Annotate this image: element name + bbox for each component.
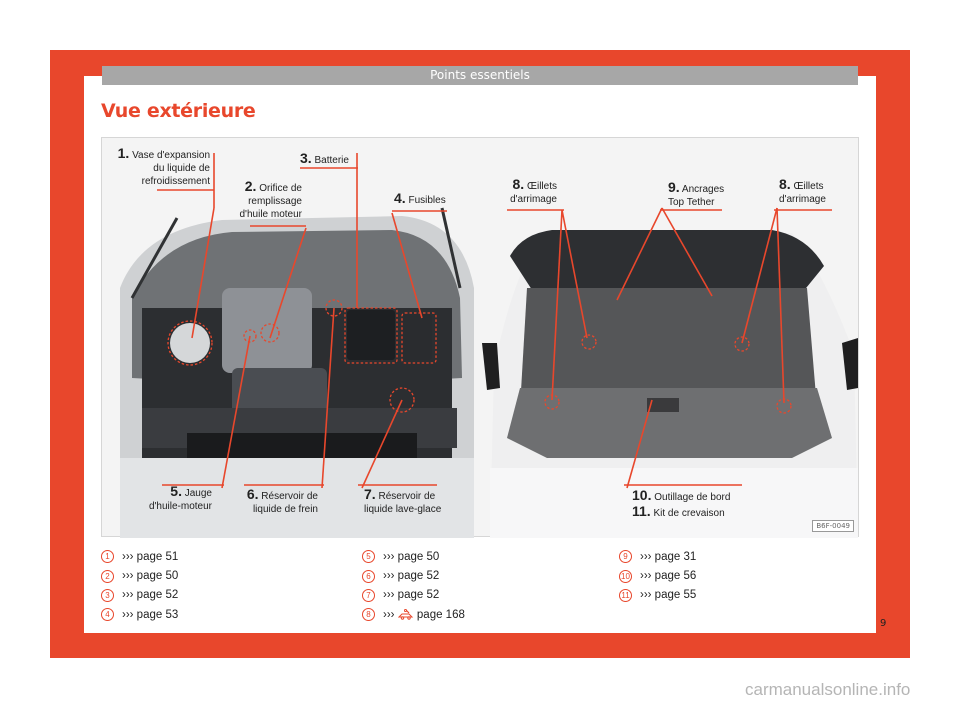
wrench-car-icon: [397, 609, 413, 621]
reference-column-2: 5 ››› page 50 6 ››› page 52 7 ››› page 52 8…: [362, 547, 465, 625]
reference-item[interactable]: 10 ››› page 56: [619, 566, 696, 585]
svg-text:5. Jauge: 5. Jauge: [170, 483, 212, 499]
figure-illustration: 1. Vase d'expansion du liquide de refroi…: [118, 145, 858, 538]
watermark: carmanualsonline.info: [745, 680, 911, 699]
callout-label-7: 7. Réservoir de liquide lave-glace: [358, 484, 442, 515]
callout-label-9: 9. Ancrages Top Tether: [660, 179, 724, 211]
callout-label-3: 3. Batterie: [300, 150, 358, 169]
svg-text:7. Réservoir de: 7. Réservoir de: [364, 486, 436, 502]
ref-number-badge: 2: [101, 569, 114, 583]
reference-item[interactable]: 7 ››› page 52: [362, 586, 465, 605]
svg-text:1. Vase d'expansion: 1. Vase d'expansion: [118, 145, 210, 161]
callout-label-4: 4. Fusibles: [392, 190, 447, 212]
ref-number-badge: 7: [362, 588, 375, 602]
svg-text:du liquide de: du liquide de: [153, 163, 210, 174]
callout-label-5: 5. Jauge d'huile-moteur: [149, 483, 224, 512]
svg-text:d'huile-moteur: d'huile-moteur: [149, 501, 213, 512]
vehicle-figure: 1. Vase d'expansion du liquide de refroi…: [101, 137, 859, 538]
ref-text: ››› page 52: [383, 570, 440, 583]
svg-text:liquide de frein: liquide de frein: [253, 504, 318, 515]
callout-label-8-right: 8. Œillets d'arrimage: [774, 176, 832, 211]
svg-text:2. Orifice de: 2. Orifice de: [245, 178, 303, 194]
figure-code: B6F-0049: [812, 520, 854, 532]
ref-text: ››› page 56: [640, 570, 697, 583]
callout-label-10-11: 10. Outillage de bord 11. Kit de crevais…: [624, 484, 742, 519]
svg-text:d'huile moteur: d'huile moteur: [240, 209, 303, 220]
reference-item[interactable]: 4 ››› page 53: [101, 605, 178, 624]
callout-label-8-left: 8. Œillets d'arrimage: [507, 176, 564, 211]
reference-item[interactable]: 8 ››› page 168: [362, 605, 465, 624]
callout-label-6: 6. Réservoir de liquide de frein: [244, 484, 324, 515]
ref-number-badge: 9: [619, 550, 632, 564]
reference-item[interactable]: 1 ››› page 51: [101, 547, 178, 566]
reference-item[interactable]: 11 ››› page 55: [619, 586, 696, 605]
reference-item[interactable]: 3 ››› page 52: [101, 586, 178, 605]
ref-number-badge: 3: [101, 588, 114, 602]
callout-label-2: 2. Orifice de remplissage d'huile moteur: [240, 178, 306, 227]
svg-text:liquide lave-glace: liquide lave-glace: [364, 504, 442, 515]
ref-number-badge: 11: [619, 588, 632, 602]
page-number: 9: [880, 618, 887, 629]
svg-text:4. Fusibles: 4. Fusibles: [394, 190, 446, 206]
svg-text:11. Kit de crevaison: 11. Kit de crevaison: [632, 503, 725, 519]
reference-item[interactable]: 6 ››› page 52: [362, 566, 465, 585]
ref-number-badge: 8: [362, 608, 375, 622]
svg-text:8. Œillets: 8. Œillets: [779, 176, 823, 192]
ref-number-badge: 1: [101, 550, 114, 564]
reference-item[interactable]: 9 ››› page 31: [619, 547, 696, 566]
svg-text:8. Œillets: 8. Œillets: [513, 176, 557, 192]
header-title: Points essentiels: [430, 68, 530, 82]
ref-text: ››› page 52: [383, 589, 440, 602]
ref-text: page 168: [416, 608, 465, 621]
svg-text:d'arrimage: d'arrimage: [779, 194, 826, 205]
reference-item[interactable]: 5 ››› page 50: [362, 547, 465, 566]
ref-text: ››› page 31: [640, 550, 697, 563]
ref-text: ››› page 52: [122, 589, 179, 602]
callout-label-1: 1. Vase d'expansion du liquide de refroi…: [118, 145, 214, 191]
svg-text:Top Tether: Top Tether: [668, 197, 715, 208]
ref-arrows: ›››: [383, 608, 395, 621]
svg-text:9. Ancrages: 9. Ancrages: [668, 179, 724, 195]
svg-text:refroidissement: refroidissement: [142, 176, 211, 187]
ref-text: ››› page 50: [122, 570, 179, 583]
ref-number-badge: 6: [362, 569, 375, 583]
reference-item[interactable]: 2 ››› page 50: [101, 566, 178, 585]
ref-number-badge: 5: [362, 550, 375, 564]
ref-number-badge: 4: [101, 608, 114, 622]
ref-number-badge: 10: [619, 569, 632, 583]
engine-bay-illustration: [120, 207, 474, 538]
ref-text: ››› page 51: [122, 550, 179, 563]
reference-column-1: 1 ››› page 51 2 ››› page 50 3 ››› page 52 4…: [101, 547, 178, 625]
callout-leaders: [167, 153, 792, 489]
reference-column-3: 9 ››› page 31 10 ››› page 56 11 ››› page 55: [619, 547, 696, 605]
header-bar: Points essentiels: [102, 66, 858, 85]
svg-text:10. Outillage de bord: 10. Outillage de bord: [632, 487, 730, 503]
ref-text: ››› page 55: [640, 589, 697, 602]
ref-text: ››› page 50: [383, 550, 440, 563]
svg-text:d'arrimage: d'arrimage: [510, 194, 557, 205]
ref-text: ››› page 53: [122, 608, 179, 621]
svg-text:remplissage: remplissage: [248, 196, 302, 207]
section-title: Vue extérieure: [101, 100, 256, 122]
svg-text:6. Réservoir de: 6. Réservoir de: [247, 486, 319, 502]
svg-text:3. Batterie: 3. Batterie: [300, 150, 349, 166]
